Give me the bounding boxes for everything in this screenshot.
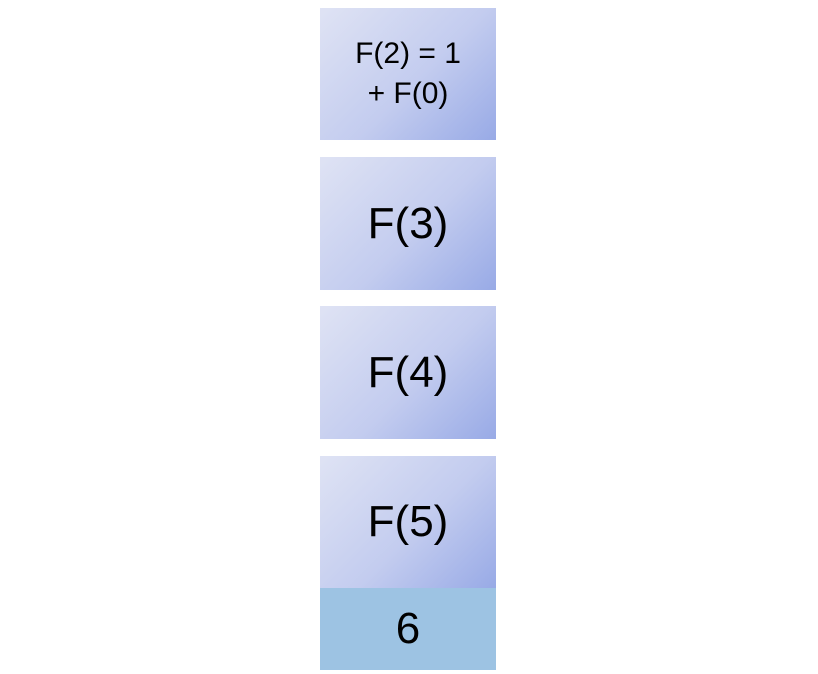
stack-frame-label-line2: + F(0) [367,77,449,110]
stack-frame-label-line1: F(2) = 1 [355,37,461,70]
stack-frame-label: F(5) [367,497,449,546]
stack-frame-f2: F(2) = 1 + F(0) [320,8,496,140]
return-value-box: 6 [320,588,496,670]
stack-frame-f3: F(3) [320,157,496,290]
stack-frame-label: F(3) [367,198,449,248]
stack-frame-f4: F(4) [320,306,496,439]
stack-frame-f5: F(5) [320,456,496,588]
return-value: 6 [395,604,421,653]
stack-frame-label: F(4) [367,347,449,397]
